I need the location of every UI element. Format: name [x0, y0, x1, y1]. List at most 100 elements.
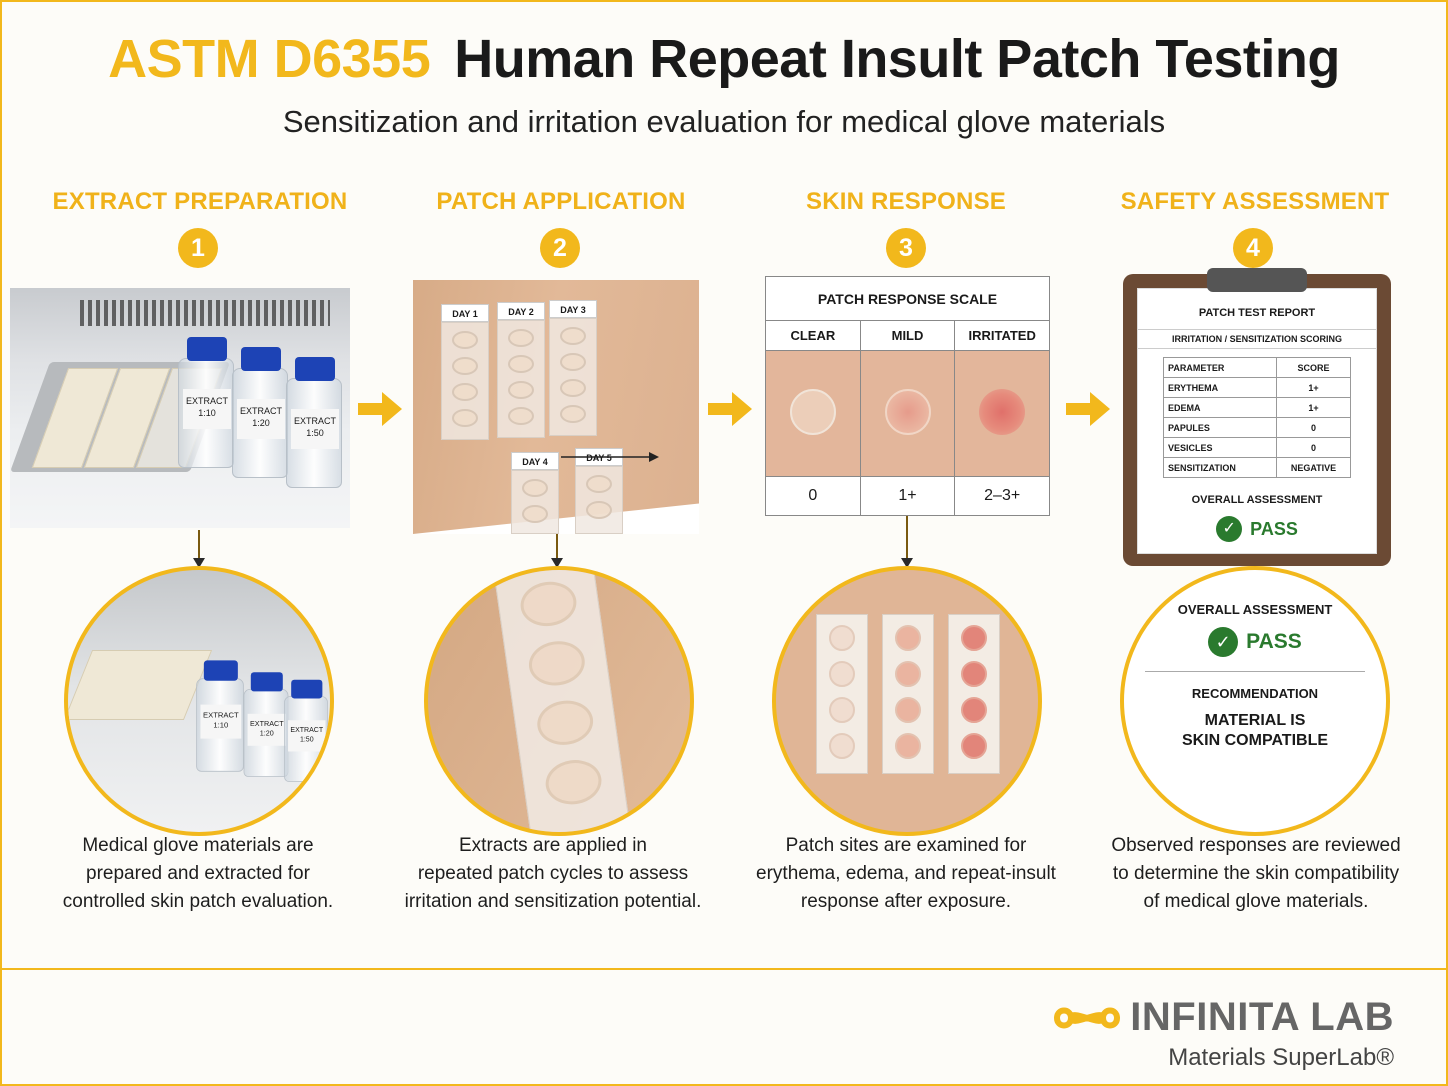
vial-label-text: EXTRACT: [239, 406, 282, 416]
table-cell: 0: [1276, 437, 1351, 458]
connector-line: [198, 530, 200, 560]
report-subtitle: IRRITATION / SENSITIZATION SCORING: [1138, 329, 1376, 349]
title-highlight: ASTM D6355: [108, 29, 431, 89]
clipboard-clip: [1207, 268, 1307, 292]
patch-strip: [497, 320, 545, 438]
table-cell: ERYTHEMA: [1163, 377, 1277, 398]
report-clipboard: PATCH TEST REPORT IRRITATION / SENSITIZA…: [1123, 268, 1391, 566]
brand-name-text: INFINITA LAB: [1130, 995, 1394, 1039]
table-header-cell: SCORE: [1276, 357, 1351, 378]
vial-label-text: EXTRACT: [293, 416, 336, 426]
caption-line: Observed responses are reviewed: [1111, 835, 1401, 856]
vial-cap: [187, 337, 227, 361]
title-main: Human Repeat Insult Patch Testing: [454, 29, 1340, 89]
report-overall-label: OVERALL ASSESSMENT: [1191, 494, 1323, 506]
connector-arrowhead: [193, 558, 205, 568]
response-closeup-circle: [772, 566, 1042, 836]
sequence-arrow-icon: [561, 452, 659, 462]
recommendation-label: RECOMMENDATION: [1191, 686, 1319, 701]
scale-skin-images: [766, 351, 1050, 477]
caption-line: irritation and sensitization potential.: [404, 891, 702, 912]
vial-label-ratio: 1:20: [259, 729, 274, 737]
scale-columns: CLEAR MILD IRRITATED: [766, 321, 1050, 351]
vial-label-ratio: 1:50: [299, 735, 314, 743]
table-cell: 1+: [1276, 397, 1351, 418]
connector-arrowhead: [901, 558, 913, 568]
caption-line: to determine the skin compatibility: [1112, 863, 1400, 884]
patch-strip: [441, 322, 489, 440]
step-4-number: 4: [1233, 228, 1273, 268]
caption-line: erythema, edema, and repeat-insult: [756, 863, 1056, 884]
scale-column-irritated: IRRITATED: [955, 321, 1050, 351]
report-result: PASS: [1250, 518, 1298, 539]
brand-logo: INFINITA LAB Materials SuperLab®: [1054, 995, 1394, 1072]
connector-line: [906, 516, 908, 560]
skin-irritated-image: [955, 351, 1050, 477]
report-pass-badge: ✓ PASS: [1138, 516, 1376, 542]
infinity-icon: [1054, 1007, 1121, 1028]
assessment-result: PASS: [1246, 630, 1302, 653]
scale-column-clear: CLEAR: [766, 321, 861, 351]
check-icon: ✓: [1216, 516, 1243, 542]
vial-label-text: EXTRACT: [249, 719, 284, 728]
step-1-title: EXTRACT PREPARATION: [52, 188, 348, 215]
table-cell: NEGATIVE: [1276, 457, 1351, 478]
vial-label-ratio: 1:10: [213, 720, 229, 730]
caption-line: controlled skin patch evaluation.: [62, 891, 334, 912]
step-2-title: PATCH APPLICATION: [436, 188, 686, 215]
patch-strip: [491, 570, 633, 832]
flow-arrow-icon: [708, 392, 752, 426]
table-cell: SENSITIZATION: [1163, 457, 1277, 478]
vial-label: EXTRACT 1:20: [237, 399, 285, 439]
page-title: ASTM D6355 Human Repeat Insult Patch Test…: [0, 28, 1448, 90]
assessment-overall-label: OVERALL ASSESSMENT: [1177, 602, 1333, 617]
recommendation-line: SKIN COMPATIBLE: [1181, 732, 1329, 749]
scale-value-irritated: 2–3+: [984, 487, 1021, 504]
scale-values: 0 1+ 2–3+: [766, 477, 1049, 515]
caption-line: repeated patch cycles to assess: [417, 863, 689, 884]
connector-arrowhead: [551, 558, 563, 568]
step-3-number: 3: [886, 228, 926, 268]
caption-line: Patch sites are examined for: [785, 835, 1027, 856]
patch-strip: [549, 318, 597, 436]
day-tag: DAY 2: [497, 302, 545, 320]
caption-line: of medical glove materials.: [1143, 891, 1369, 912]
patch-application-photo: DAY 1 DAY 2 DAY 3 DAY 4 DAY 5: [413, 280, 699, 534]
table-cell: EDEMA: [1163, 397, 1277, 418]
recommendation-text: MATERIAL IS SKIN COMPATIBLE: [1124, 711, 1386, 751]
patch-closeup-circle: [424, 566, 694, 836]
vial-label-ratio: 1:20: [252, 418, 270, 428]
caption-line: prepared and extracted for: [86, 863, 310, 884]
skin-clear-image: [766, 351, 861, 477]
table-cell: 1+: [1276, 377, 1351, 398]
table-header-cell: PARAMETER: [1163, 357, 1277, 378]
patch-wells: [829, 625, 987, 759]
caption-line: Medical glove materials are: [82, 835, 314, 856]
assessment-pass-badge: ✓ PASS: [1124, 627, 1386, 657]
check-icon: ✓: [1208, 627, 1239, 657]
skin-mild-image: [860, 351, 956, 477]
step-3-caption: Patch sites are examined for erythema, e…: [726, 832, 1086, 916]
extract-vial: EXTRACT 1:20: [232, 347, 288, 478]
step-4-title: SAFETY ASSESSMENT: [1120, 188, 1390, 215]
scale-value-clear: 0: [766, 477, 861, 515]
glove-material-sample: [68, 650, 213, 720]
table-cell: 0: [1276, 417, 1351, 438]
patch-strip: [575, 466, 623, 534]
brand-tagline: Materials SuperLab®: [1168, 1044, 1394, 1071]
report-title: PATCH TEST REPORT: [1198, 307, 1316, 319]
